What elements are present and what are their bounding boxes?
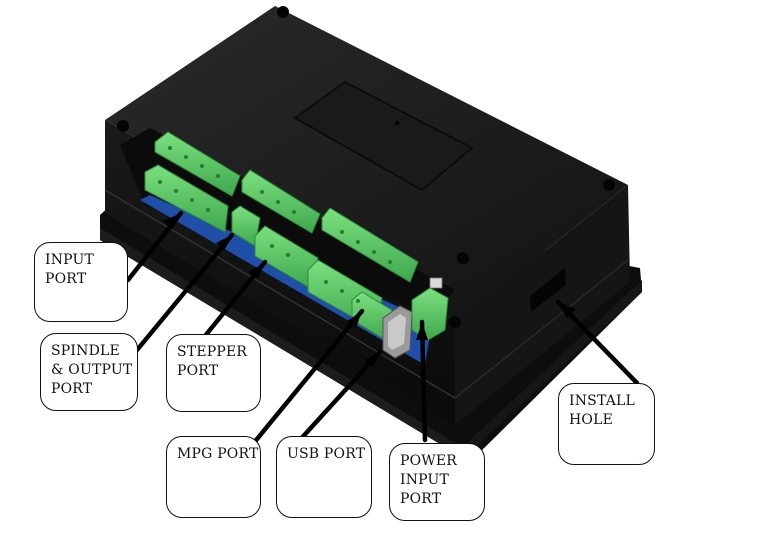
callout-line: INPUT xyxy=(45,252,95,268)
callout-line: INPUT xyxy=(400,472,450,488)
callout-line: INSTALL xyxy=(569,393,636,409)
callout-mpg-port: MPG PORT xyxy=(166,436,261,518)
usb-connector xyxy=(382,305,413,359)
callout-line: USB PORT xyxy=(287,446,366,462)
callout-usb-port: USB PORT xyxy=(276,436,372,518)
callout-install-hole: INSTALL HOLE xyxy=(558,383,655,465)
callout-line: POWER xyxy=(400,453,458,469)
terminal-blocks xyxy=(144,131,419,341)
callout-stepper-port: STEPPER PORT xyxy=(166,334,261,412)
callout-line: HOLE xyxy=(569,412,614,428)
install-hole xyxy=(530,268,566,312)
callout-line: SPINDLE xyxy=(51,343,120,359)
callout-line: MPG PORT xyxy=(177,446,259,462)
callout-spindle-output-port: SPINDLE & OUTPUT PORT xyxy=(40,333,138,411)
callout-line: STEPPER xyxy=(177,344,248,360)
callout-power-input-port: POWER INPUT PORT xyxy=(389,443,485,521)
callout-line: PORT xyxy=(400,491,442,507)
callout-line: PORT xyxy=(51,381,93,397)
callout-input-port: INPUT PORT xyxy=(34,242,128,322)
leader-arrowheads xyxy=(163,213,576,368)
callout-line: & OUTPUT xyxy=(51,362,133,378)
callout-line: PORT xyxy=(45,271,87,287)
callout-line: PORT xyxy=(177,363,219,379)
screw-holes xyxy=(117,6,615,328)
